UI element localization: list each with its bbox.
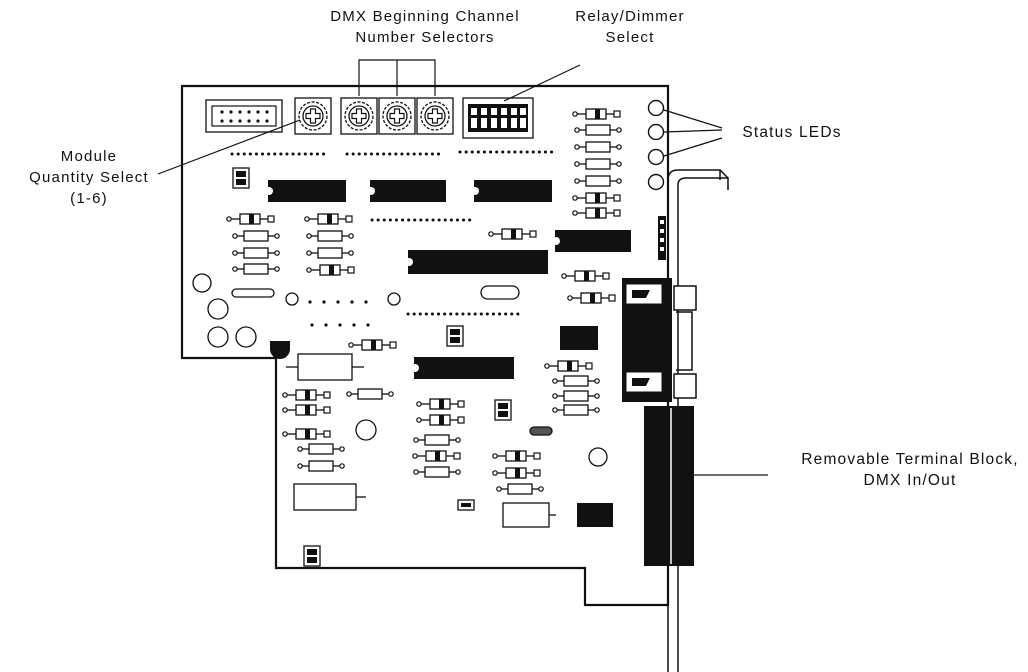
relay-label-line-1: Relay/Dimmer (575, 8, 685, 25)
module-label-line-1: Module (60, 148, 118, 165)
jumper (494, 399, 512, 421)
dmx-beginning-channel-label: DMX Beginning Channel Number Selectors (280, 6, 570, 48)
terminal-block (644, 406, 694, 566)
callout-lines (157, 59, 768, 476)
module-label-line-2: Quantity Select (29, 169, 149, 186)
dmx-label-line-1: DMX Beginning Channel (330, 8, 520, 25)
relay-label-line-2: Select (605, 29, 655, 46)
integrated-circuits (268, 180, 631, 527)
relay-dimmer-select-label: Relay/Dimmer Select (545, 6, 715, 48)
module-quantity-select-label: Module Quantity Select (1-6) (0, 146, 178, 209)
dmx-channel-rotary-switch-1 (340, 97, 378, 135)
module-quantity-rotary-switch (294, 97, 332, 135)
terminal-label-line-1: Removable Terminal Block, (801, 451, 1019, 468)
dip-switch (462, 97, 534, 139)
db9-connector (622, 278, 672, 402)
capacitors (192, 273, 608, 467)
status-leds-label: Status LEDs (722, 122, 862, 143)
pin-rows (230, 150, 555, 316)
mounting-bracket (667, 169, 729, 672)
dmx-channel-rotary-switch-2 (378, 97, 416, 135)
crystals (231, 285, 553, 528)
status-leds (647, 99, 665, 191)
dmx-label-line-2: Number Selectors (355, 29, 495, 46)
jumper (446, 325, 464, 347)
status-label-line-1: Status LEDs (742, 124, 842, 141)
terminal-block-label: Removable Terminal Block, DMX In/Out (760, 449, 1028, 491)
jumper (303, 545, 321, 567)
dmx-channel-rotary-switch-3 (416, 97, 454, 135)
terminal-label-line-2: DMX In/Out (863, 472, 957, 489)
jumper (232, 167, 250, 189)
ribbon-header (205, 99, 283, 133)
module-label-line-3: (1-6) (70, 190, 108, 207)
